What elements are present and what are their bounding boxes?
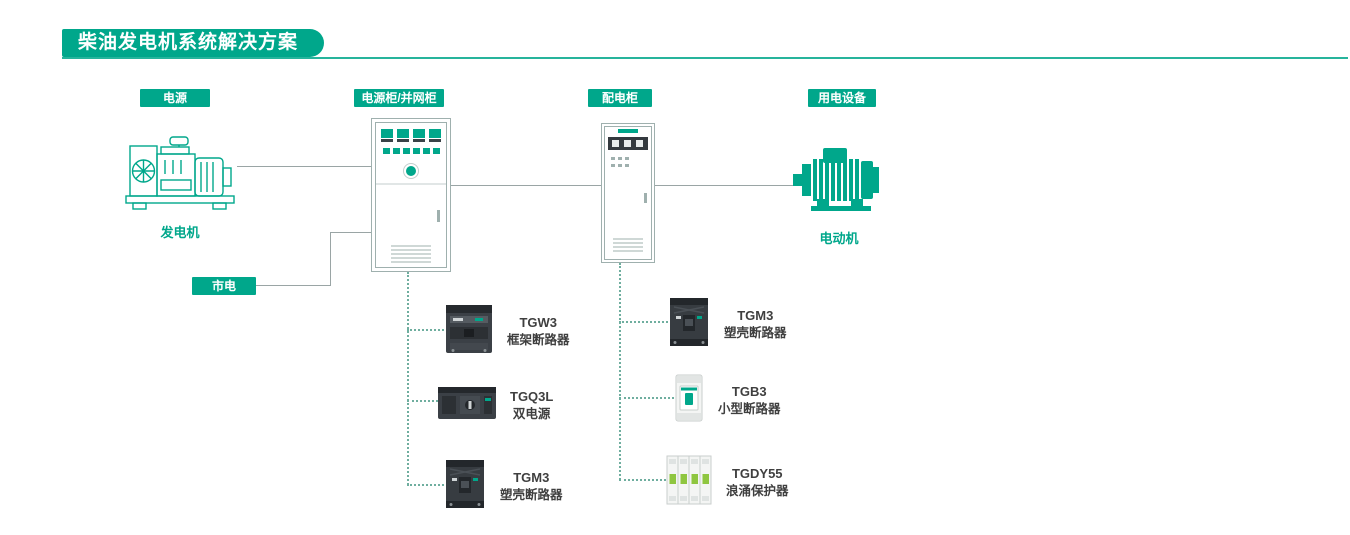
connector-mains-vertical	[330, 232, 331, 286]
product-tgdy55: TGDY55 浪涌保护器	[666, 454, 789, 511]
product-model: TGM3	[513, 470, 550, 486]
connector-cabinet-to-cabinet	[451, 185, 601, 186]
page-title: 柴油发电机系统解决方案	[78, 32, 299, 53]
product-name: 框架断路器	[507, 332, 570, 347]
product-tgb3: TGB3 小型断路器	[674, 374, 781, 427]
dotted-stub-tgb3	[619, 397, 674, 399]
generator-icon	[123, 124, 237, 219]
connector-cabinet-to-motor	[655, 185, 793, 186]
dotted-stub-tgdy55	[619, 479, 666, 481]
product-label: TGQ3L 双电源	[510, 388, 553, 422]
badge-power-source: 电源	[140, 89, 210, 107]
product-label: TGW3 框架断路器	[507, 314, 570, 348]
dotted-connector-power-cabinet	[407, 272, 409, 485]
product-label: TGDY55 浪涌保护器	[726, 465, 789, 499]
motor-caption: 电动机	[819, 231, 859, 246]
motor-icon	[793, 147, 885, 220]
product-tgq3l: TGQ3L 双电源	[438, 384, 553, 427]
badge-load-equipment: 用电设备	[808, 89, 876, 107]
tgb3-mcb-icon	[674, 374, 704, 427]
badge-distribution-cabinet: 配电柜	[588, 89, 652, 107]
product-model: TGM3	[737, 308, 774, 324]
product-tgm3-right: TGM3 塑壳断路器	[668, 297, 787, 352]
tgq3l-dual-power-icon	[438, 384, 496, 427]
product-tgm3-left: TGM3 塑壳断路器	[444, 459, 563, 514]
product-label: TGB3 小型断路器	[718, 383, 781, 417]
badge-power-cabinet: 电源柜/并网柜	[354, 89, 444, 107]
product-name: 双电源	[512, 406, 551, 421]
product-label: TGM3 塑壳断路器	[724, 307, 787, 341]
product-model: TGQ3L	[510, 389, 554, 405]
tgdy55-surge-protector-icon	[666, 454, 712, 511]
product-model: TGDY55	[731, 466, 783, 482]
connector-mains-to-cabinet	[330, 232, 371, 233]
product-name: 塑壳断路器	[500, 487, 563, 502]
product-name: 浪涌保护器	[726, 483, 789, 498]
power-cabinet-icon	[371, 118, 451, 277]
generator-caption: 发电机	[160, 225, 200, 240]
dotted-stub-tgm3-right	[619, 321, 668, 323]
product-name: 塑壳断路器	[724, 325, 787, 340]
product-label: TGM3 塑壳断路器	[500, 469, 563, 503]
dotted-stub-tgw3	[407, 329, 444, 331]
badge-mains-power: 市电	[192, 277, 256, 295]
title-underline	[62, 57, 1348, 59]
distribution-cabinet-icon	[601, 123, 655, 268]
connector-mains-horizontal	[256, 285, 331, 286]
connector-generator-to-cabinet	[237, 166, 371, 167]
product-name: 小型断路器	[718, 401, 781, 416]
product-model: TGW3	[519, 315, 558, 331]
tgm3-mccb-icon	[444, 459, 486, 514]
dotted-stub-tgq3l	[407, 400, 438, 402]
dotted-connector-distribution-cabinet	[619, 263, 621, 480]
product-tgw3: TGW3 框架断路器	[445, 303, 570, 360]
page-title-banner: 柴油发电机系统解决方案	[62, 29, 325, 57]
product-model: TGB3	[731, 384, 767, 400]
tgw3-frame-breaker-icon	[445, 303, 493, 360]
dotted-stub-tgm3-left	[407, 484, 444, 486]
tgm3-mccb-icon	[668, 297, 710, 352]
